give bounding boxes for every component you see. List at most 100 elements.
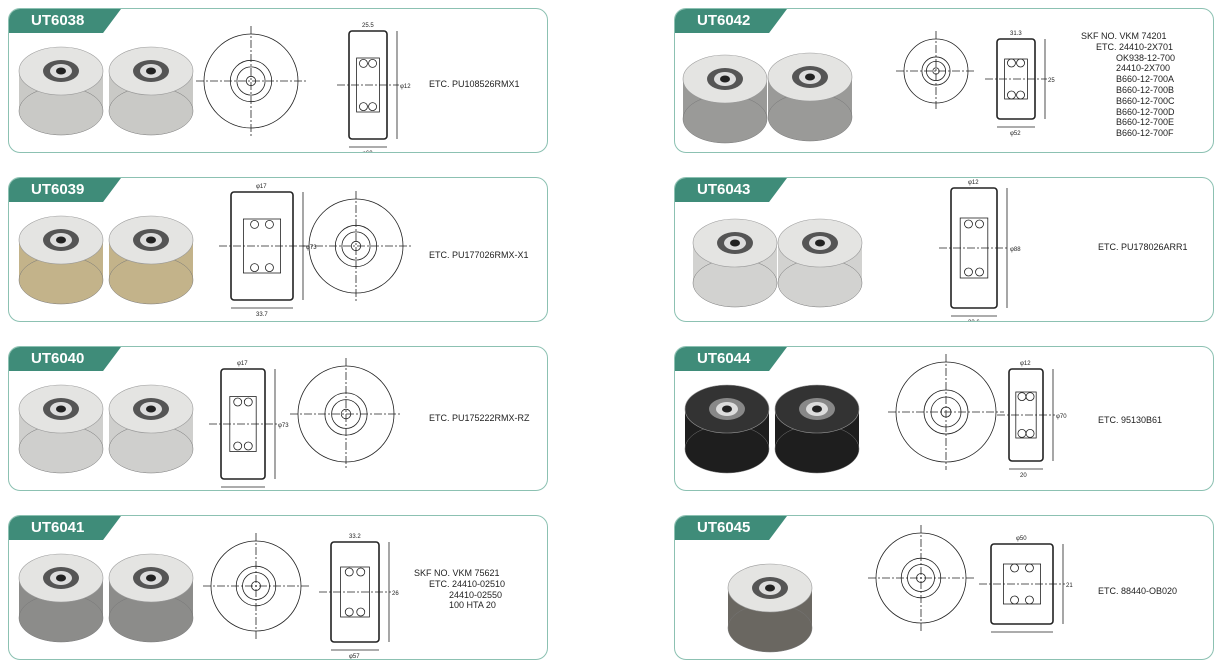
cross-reference: ETC. 88440-OB020 <box>1098 586 1178 596</box>
product-code-tab: UT6043 <box>675 178 787 202</box>
dimension-label: φ12 <box>968 180 979 186</box>
front-view-drawing <box>888 354 1004 470</box>
product-photo <box>18 215 104 305</box>
product-photo <box>18 553 104 643</box>
cross-reference: SKF NO. VKM 74201 <box>1081 31 1167 41</box>
cross-reference: SKF NO. VKM 75621 <box>414 568 500 578</box>
cross-reference: OK938-12-700 <box>1081 52 1176 63</box>
product-photo <box>767 52 853 142</box>
cross-reference: B660-12-700C <box>1081 95 1175 106</box>
product-code: UT6038 <box>31 12 85 29</box>
cross-reference: ETC. PU175222RMX-RZ <box>429 413 530 423</box>
cross-section-drawing <box>209 368 277 488</box>
product-code-tab: UT6041 <box>9 516 121 540</box>
cross-reference: ETC. PU178026ARR1 <box>1098 242 1188 252</box>
cross-reference: ETC. 95130B61 <box>1098 415 1163 425</box>
product-card-ut6044: UT6044 φ12 φ70 20 ETC. 95130B61 <box>674 346 1214 491</box>
product-card-ut6043: UT6043 φ12 φ88 33.6 ETC. PU178026ARR1 <box>674 177 1214 322</box>
product-photo <box>774 384 860 474</box>
dimension-label: φ70 <box>1056 414 1067 420</box>
cross-reference: ETC. PU108526RMX1 <box>429 79 520 89</box>
product-code-tab: UT6038 <box>9 9 121 33</box>
cross-reference: 24410-02550 <box>414 589 503 600</box>
product-photo <box>684 384 770 474</box>
dimension-label: 33.6 <box>968 320 980 322</box>
cross-reference: ETC. 24410-2X701 <box>1081 41 1174 52</box>
product-code-tab: UT6039 <box>9 178 121 202</box>
dimension-label: φ57 <box>349 654 360 660</box>
product-photo <box>777 218 863 308</box>
dimension-label: 21 <box>1066 583 1073 589</box>
dimension-label: φ12 <box>1020 361 1031 367</box>
dimension-label: φ73 <box>278 423 289 429</box>
product-card-ut6042: UT6042 31.3 25 φ52 SKF NO. VKM 74201 ETC. 2… <box>674 8 1214 153</box>
cross-reference: 24410-2X700 <box>1081 63 1171 74</box>
product-photo <box>108 215 194 305</box>
cross-reference: ETC. PU177026RMX-X1 <box>429 250 529 260</box>
cross-section-drawing <box>939 187 1009 317</box>
product-photo <box>727 563 813 653</box>
cross-section-drawing <box>319 541 391 651</box>
dimension-label: 25.5 <box>362 23 374 29</box>
cross-reference-list: ETC. PU108526RMX1 <box>429 79 520 90</box>
front-view-drawing <box>290 358 402 470</box>
product-card-ut6038: UT6038 25.5 φ12 φ60 ETC. PU108526RMX1 <box>8 8 548 153</box>
dimension-label: 33.2 <box>349 534 361 540</box>
front-view-drawing <box>301 191 411 301</box>
dimension-label: 33.7 <box>256 312 268 318</box>
cross-reference: ETC. 24410-02510 <box>414 578 506 589</box>
cross-section-drawing <box>985 38 1047 128</box>
product-code: UT6045 <box>697 519 751 536</box>
product-code-tab: UT6045 <box>675 516 787 540</box>
product-card-ut6040: UT6040 φ17φ7332.5ETC. PU175222RMX-RZ <box>8 346 548 491</box>
cross-reference: B660-12-700B <box>1081 84 1175 95</box>
cross-reference-list: ETC. 95130B61 <box>1098 415 1162 426</box>
product-photo <box>18 46 104 136</box>
cross-reference: B660-12-700F <box>1081 128 1174 139</box>
cross-reference: B660-12-700D <box>1081 106 1175 117</box>
product-photo <box>108 46 194 136</box>
product-code-tab: UT6044 <box>675 347 787 371</box>
front-view-drawing <box>203 533 309 639</box>
product-code: UT6044 <box>697 350 751 367</box>
cross-reference-list: ETC. 88440-OB020 <box>1098 586 1177 597</box>
product-code-tab: UT6040 <box>9 347 121 371</box>
dimension-label: φ52 <box>1010 131 1021 137</box>
front-view-drawing <box>196 26 306 136</box>
cross-section-drawing <box>997 368 1055 470</box>
dimension-label: 26 <box>392 591 399 597</box>
cross-reference-list: SKF NO. VKM 74201 ETC. 24410-2X701 OK938… <box>1081 31 1175 139</box>
front-view-drawing <box>896 31 976 111</box>
cross-section-drawing <box>337 30 399 148</box>
dimension-label: 25 <box>1048 78 1055 84</box>
cross-reference: B660-12-700A <box>1081 74 1175 85</box>
product-code: UT6043 <box>697 181 751 198</box>
cross-reference: B660-12-700E <box>1081 117 1175 128</box>
cross-reference: 100 HTA 20 <box>414 600 496 611</box>
cross-reference-list: ETC. PU178026ARR1 <box>1098 242 1188 253</box>
front-view-drawing <box>868 525 974 631</box>
cross-reference-list: ETC. PU175222RMX-RZ <box>429 413 530 424</box>
dimension-label: φ73 <box>306 245 317 251</box>
dimension-label: 31.3 <box>1010 31 1022 37</box>
product-photo <box>692 218 778 308</box>
dimension-label: φ88 <box>1010 247 1021 253</box>
product-code-tab: UT6042 <box>675 9 787 33</box>
cross-section-drawing <box>979 543 1065 633</box>
product-code: UT6042 <box>697 12 751 29</box>
product-photo <box>18 384 104 474</box>
dimension-label: 20 <box>1020 473 1027 479</box>
dimension-label: φ12 <box>400 84 411 90</box>
dimension-label: φ60 <box>362 151 373 153</box>
dimension-label: φ50 <box>1016 536 1027 542</box>
product-code: UT6039 <box>31 181 85 198</box>
cross-section-drawing <box>219 191 305 309</box>
product-card-ut6039: UT6039 φ17 φ73 33.7 ETC. PU177026RMX-X1 <box>8 177 548 322</box>
product-code: UT6040 <box>31 350 85 367</box>
product-code: UT6041 <box>31 519 85 536</box>
dimension-label: φ17 <box>237 361 248 367</box>
dimension-label: φ17 <box>256 184 267 190</box>
cross-reference-list: SKF NO. VKM 75621 ETC. 24410-02510 24410… <box>414 568 505 611</box>
product-photo <box>682 54 768 144</box>
